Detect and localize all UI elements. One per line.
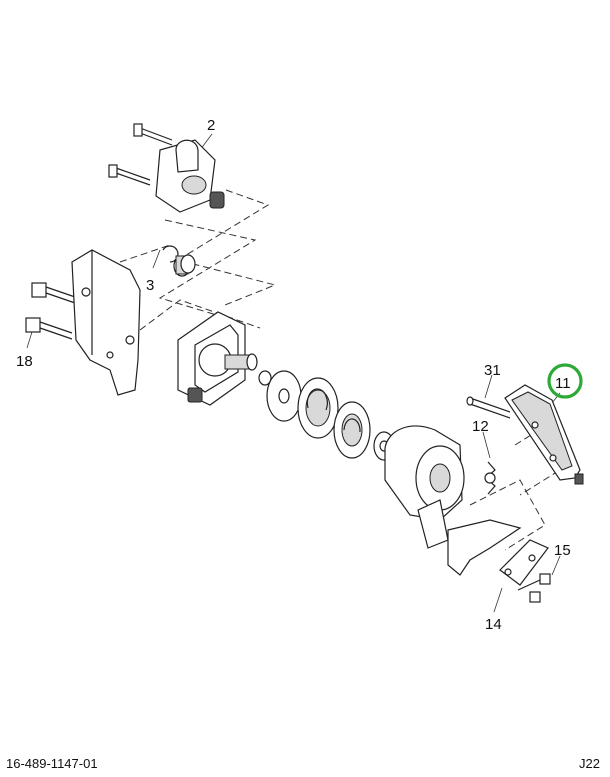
callout-11: 11 bbox=[555, 375, 571, 392]
pin-and-clip bbox=[466, 396, 511, 495]
pedal-arm bbox=[384, 425, 522, 576]
callout-2: 2 bbox=[207, 117, 215, 134]
mounting-bolts bbox=[25, 282, 79, 340]
callout-labels: 2 3 18 31 11 12 15 14 bbox=[16, 117, 571, 633]
pedal-pad bbox=[504, 384, 584, 485]
bushing bbox=[162, 245, 196, 277]
highlight-circle bbox=[547, 363, 583, 399]
sensor-assembly bbox=[108, 123, 225, 213]
springs-washers bbox=[266, 370, 395, 461]
cover-plate-and-screw bbox=[499, 539, 551, 603]
callout-31: 31 bbox=[484, 362, 501, 379]
callout-15: 15 bbox=[554, 542, 571, 559]
callout-12: 12 bbox=[472, 418, 489, 435]
pedal-housing bbox=[177, 311, 272, 406]
callout-14: 14 bbox=[485, 616, 502, 633]
callout-3: 3 bbox=[146, 277, 154, 294]
page-code: J22 bbox=[579, 756, 600, 771]
mounting-bracket bbox=[71, 249, 141, 396]
document-number: 16-489-1147-01 bbox=[6, 756, 98, 771]
callout-18: 18 bbox=[16, 353, 33, 370]
